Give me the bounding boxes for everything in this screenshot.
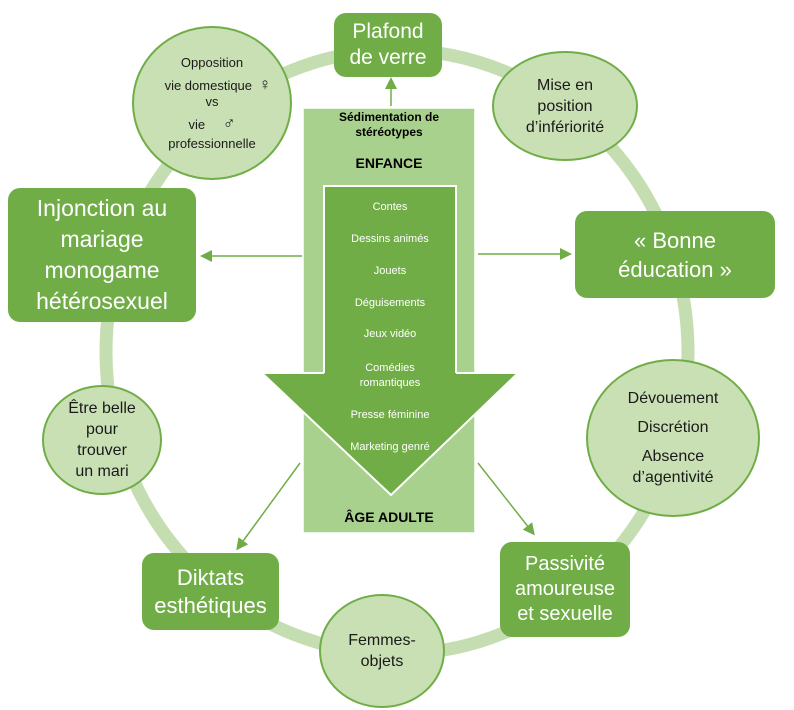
femmes-objets-circle: Femmes-objets	[319, 594, 445, 708]
stereotype-item: Jeux vidéo	[363, 328, 417, 340]
childhood-label: ENFANCE	[355, 155, 423, 171]
opposition-professional: professionnelle	[168, 135, 256, 151]
downward-arrow	[259, 372, 521, 497]
opposition-domestic-line: vie domestique ♀	[165, 74, 272, 97]
inner-bar	[323, 185, 457, 374]
etre-belle-circle: Être belle pour trouver un mari	[42, 385, 162, 495]
mise-en-position-circle: Mise en position d’infériorité	[492, 51, 638, 161]
devouement-text: Dévouement	[627, 390, 719, 407]
arrow-to-diktats	[236, 462, 301, 551]
bonne-education-box: « Bonne éducation »	[575, 211, 775, 298]
column-header: Sédimentation de stéréotypes	[338, 110, 439, 139]
stereotype-item: Comédies romantiques	[359, 362, 421, 389]
stereotype-item: Marketing genré	[350, 441, 430, 453]
injonction-box: Injonction au mariage monogame hétérosex…	[8, 188, 196, 322]
stereotype-item: Jouets	[373, 265, 407, 277]
discretion-text: Discrétion	[637, 419, 709, 436]
opposition-vie-text: vie	[188, 116, 206, 132]
stereotype-item: Presse féminine	[350, 409, 430, 421]
plafond-de-verre-box: Plafond de verre	[334, 13, 442, 77]
opposition-vs: vs	[205, 93, 219, 109]
female-symbol-icon: ♀	[258, 74, 272, 94]
male-symbol-icon: ♂	[222, 113, 236, 133]
absence-agentivite-text: Absence d’agentivité	[632, 448, 714, 486]
passivite-box: Passivité amoureuse et sexuelle	[500, 542, 630, 637]
stereotype-item: Contes	[372, 201, 408, 213]
devouement-circle: Dévouement Discrétion Absence d’agentivi…	[586, 359, 760, 517]
adulthood-label: ÂGE ADULTE	[344, 509, 434, 525]
opposition-circle: Opposition vie domestique ♀ vs vie ♂ pro…	[132, 26, 292, 180]
stereotype-item: Déguisements	[354, 297, 426, 309]
arrow-to-passivite	[477, 462, 535, 536]
diktats-box: Diktats esthétiques	[142, 553, 279, 630]
opposition-title: Opposition	[180, 54, 244, 70]
opposition-vie-line: vie ♂	[189, 113, 236, 136]
stereotype-item: Dessins animés	[351, 233, 429, 245]
opposition-domestic-text: vie domestique	[164, 77, 253, 93]
